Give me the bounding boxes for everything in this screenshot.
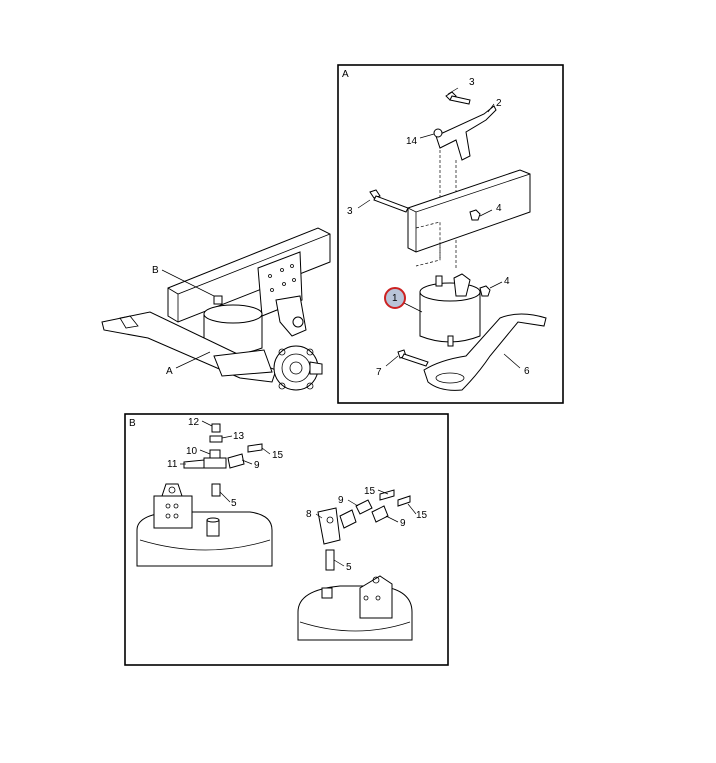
callout-3-top: 3 bbox=[469, 77, 475, 88]
frame-rail-a bbox=[407, 169, 531, 253]
callout-8: 8 bbox=[306, 509, 312, 520]
callout-2: 2 bbox=[496, 98, 502, 109]
callout-4-top: 4 bbox=[496, 203, 502, 214]
callout-15-right-bottom: 15 bbox=[416, 510, 428, 521]
frame-rail bbox=[167, 227, 331, 323]
callout-1-highlight[interactable]: 1 bbox=[384, 287, 406, 309]
callout-6: 6 bbox=[524, 366, 530, 377]
callout-14: 14 bbox=[406, 136, 418, 147]
detail-a-title: A bbox=[342, 69, 349, 80]
bolt-3-top bbox=[445, 91, 471, 105]
callout-5-right: 5 bbox=[346, 562, 352, 573]
overview-label-b: B bbox=[152, 265, 159, 276]
callout-4-mid: 4 bbox=[504, 276, 510, 287]
nut-14 bbox=[433, 128, 443, 138]
callout-7: 7 bbox=[376, 367, 382, 378]
overview-assembly: B A bbox=[101, 227, 331, 391]
callout-11: 11 bbox=[167, 459, 178, 470]
fitting-stack-left bbox=[183, 423, 263, 497]
bolt-7 bbox=[397, 349, 429, 367]
callout-13: 13 bbox=[233, 431, 245, 442]
callout-9-left: 9 bbox=[254, 460, 260, 471]
callout-3-left: 3 bbox=[347, 206, 353, 217]
overview-label-a: A bbox=[166, 366, 173, 377]
air-spring-bottom-right bbox=[297, 575, 413, 641]
detail-b-panel: B bbox=[124, 413, 449, 666]
support-bracket-6 bbox=[423, 313, 547, 391]
callout-15-right-top: 15 bbox=[364, 486, 376, 497]
nut-4-top bbox=[469, 209, 481, 221]
detail-a-frame bbox=[337, 64, 564, 404]
bolt-3-left bbox=[369, 189, 409, 213]
bracket-2 bbox=[435, 105, 497, 161]
callout-15-left: 15 bbox=[272, 450, 284, 461]
callout-9-right-top: 9 bbox=[338, 495, 344, 506]
callout-5-left: 5 bbox=[231, 498, 237, 509]
fitting-stack-right bbox=[317, 489, 411, 571]
nut-4-mid bbox=[479, 285, 491, 297]
callout-9-right-bottom: 9 bbox=[400, 518, 406, 529]
detail-b-frame bbox=[124, 413, 449, 666]
callout-10: 10 bbox=[186, 446, 198, 457]
air-spring-1 bbox=[419, 273, 481, 347]
detail-a-panel: A bbox=[337, 64, 564, 404]
air-spring-top-left bbox=[136, 483, 273, 567]
detail-b-title: B bbox=[129, 418, 136, 429]
callout-12: 12 bbox=[188, 417, 200, 428]
callout-1: 1 bbox=[392, 293, 398, 304]
